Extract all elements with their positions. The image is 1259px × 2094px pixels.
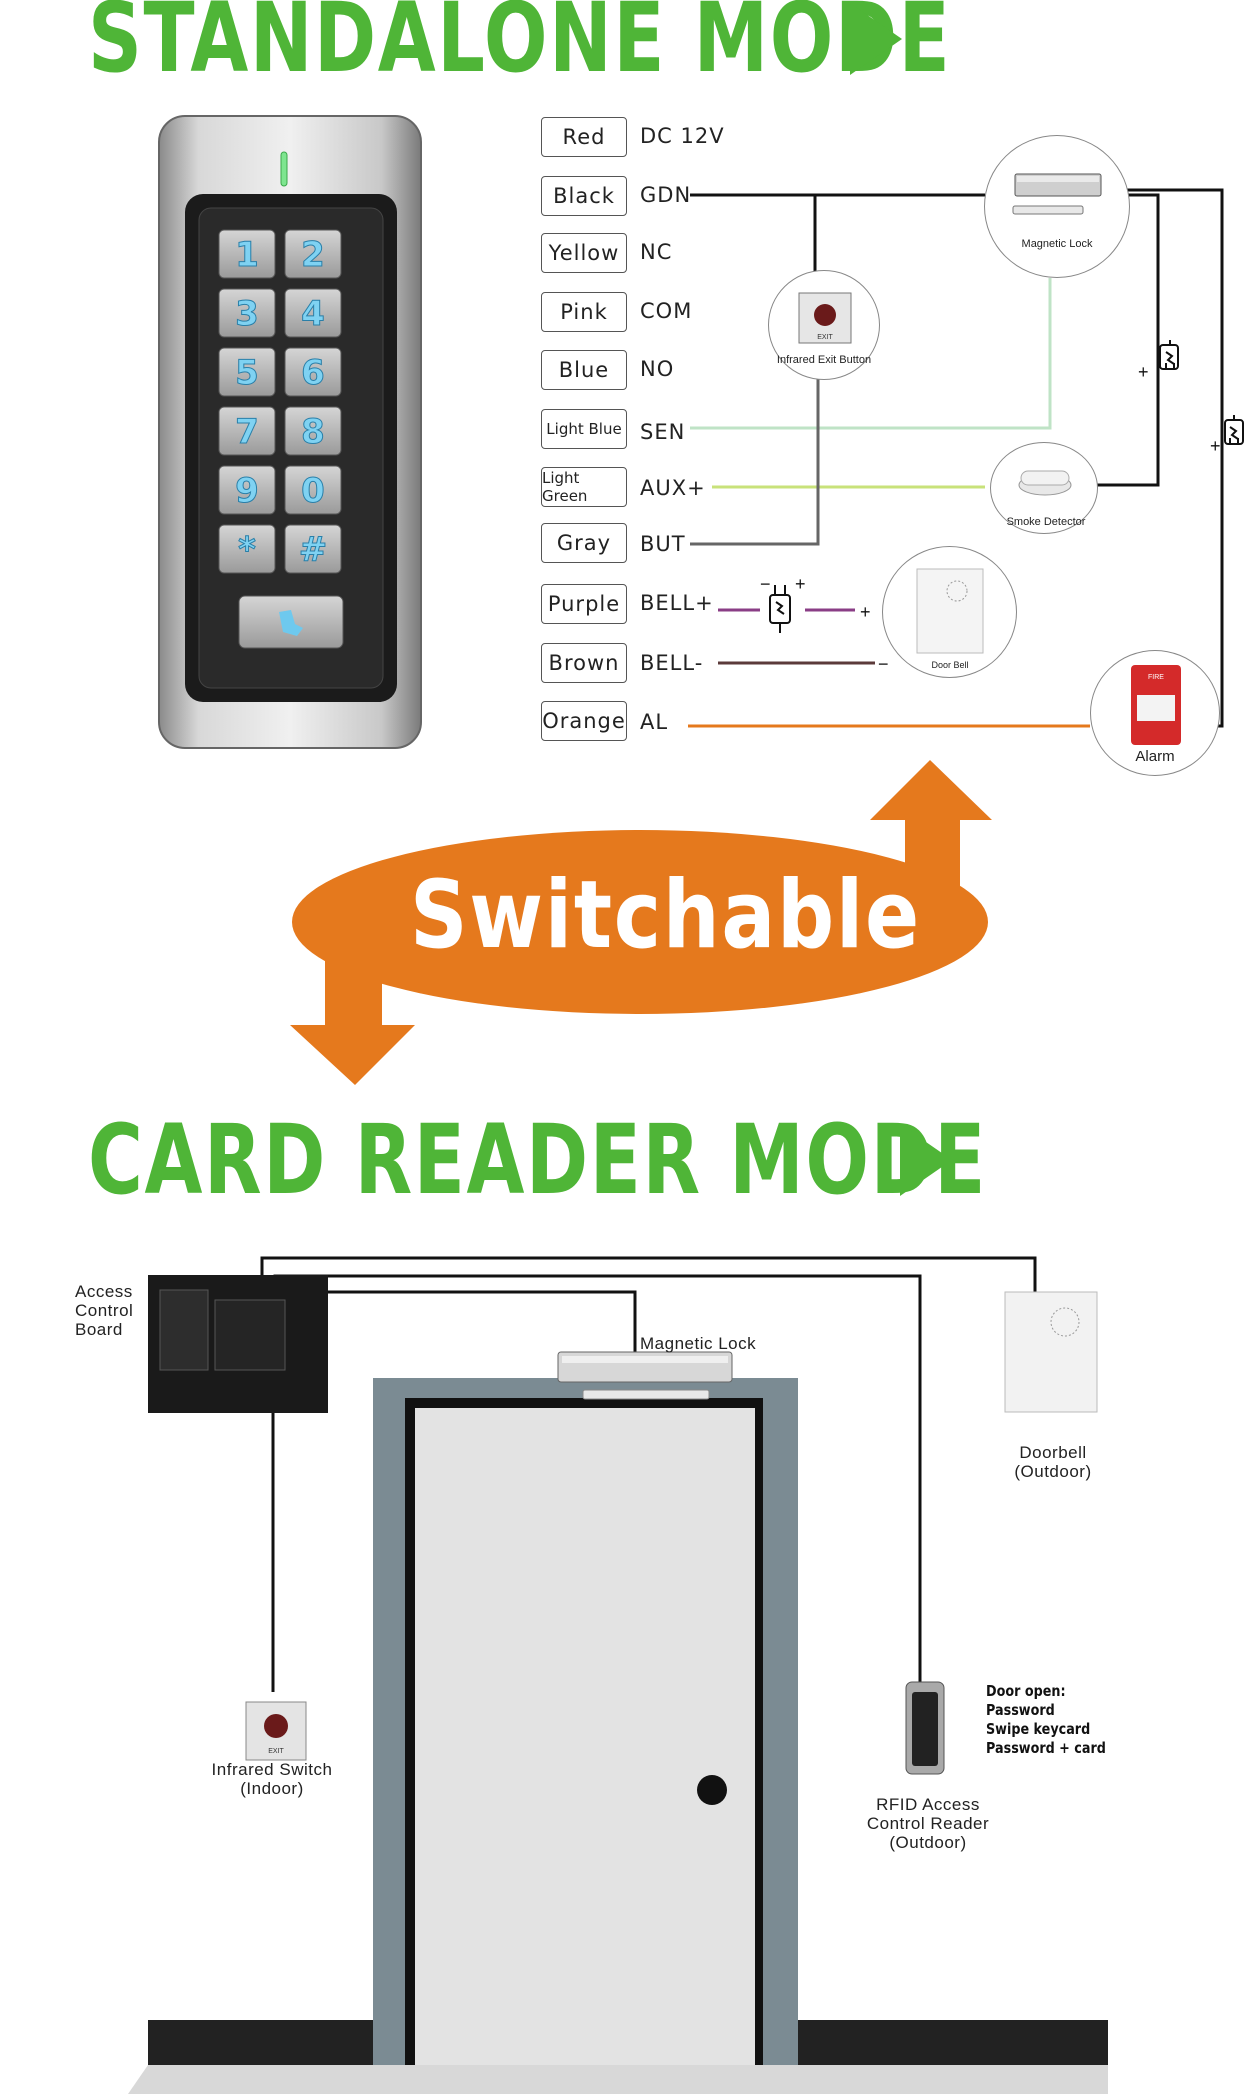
access-control-board-label: Access Control Board [75, 1282, 134, 1339]
keypad-key [284, 406, 342, 456]
wire-purple-label: Purple [541, 584, 627, 624]
wire-blue-label: Blue [541, 350, 627, 390]
plus-mark-2: + [1210, 436, 1221, 456]
keypad-key-label: 5 [235, 353, 259, 393]
keypad-key [218, 229, 276, 279]
title-arrow-icon [850, 3, 902, 75]
keypad-key [284, 229, 342, 279]
wire-black-label: Black [541, 176, 627, 216]
keypad-key [284, 288, 342, 338]
exit-button-label: Infrared Exit Button [776, 354, 872, 366]
alarm-device: FIRE [1090, 650, 1220, 776]
card-reader-wiring: EXIT [128, 1256, 1108, 2094]
minus-mark: − [760, 574, 771, 594]
title-arrow-icon-2 [900, 1124, 952, 1196]
wire-lightgreen-label: Light Green [541, 467, 627, 507]
doorbell-outdoor-label: Doorbell (Outdoor) [1014, 1443, 1092, 1481]
keypad-key-label: 7 [235, 412, 259, 452]
keypad-key [284, 465, 342, 515]
door-open-title: Door open: [986, 1682, 1066, 1700]
keypad-key [218, 524, 276, 574]
keypad-key-label: 6 [301, 353, 325, 393]
pin-al: AL [640, 710, 669, 734]
switchable-label: Switchable [410, 861, 921, 970]
door-bell-device [882, 546, 1017, 678]
magnetic-lock-door-label: Magnetic Lock [640, 1334, 757, 1353]
plus-mark: + [1138, 362, 1149, 382]
door-open-option-keycard: Swipe keycard [986, 1720, 1091, 1738]
standalone-mode-title: STANDALONE MODE [88, 0, 952, 94]
wire-yellow-label: Yellow [541, 233, 627, 273]
pin-com: COM [640, 299, 693, 323]
infrared-switch-label: Infrared Switch (Indoor) [211, 1760, 333, 1798]
wire-lightblue-label: Light Blue [541, 409, 627, 449]
keypad-key [218, 288, 276, 338]
keypad-key-label: # [299, 530, 328, 570]
card-reader-mode-title: CARD READER MODE [88, 1104, 988, 1216]
wire-brown-label: Brown [541, 643, 627, 683]
wiring-lines: + + + − + − [688, 188, 1244, 728]
door-open-option-both: Password + card [986, 1739, 1106, 1757]
alarm-label: Alarm [1135, 748, 1175, 765]
plus-mark-3: + [795, 574, 806, 594]
pin-aux: AUX+ [640, 476, 706, 500]
pin-no: NO [640, 357, 675, 381]
pin-bell-plus: BELL+ [640, 591, 714, 615]
switchable-arrow [290, 760, 992, 1085]
keypad-key-label: 0 [301, 471, 325, 511]
keypad-key [284, 347, 342, 397]
wire-pink-label: Pink [541, 292, 627, 332]
exit-text: EXIT [817, 334, 833, 341]
wire-gray-label: Gray [541, 523, 627, 563]
bell-minus-mark: − [878, 654, 889, 674]
infrared-exit-text: EXIT [268, 1748, 284, 1755]
keypad-key [218, 465, 276, 515]
keypad-key-label: 3 [235, 294, 259, 334]
keypad-key-label: * [238, 530, 256, 570]
pin-bell-minus: BELL- [640, 651, 704, 675]
pin-dc12v: DC 12V [640, 124, 725, 148]
magnetic-lock-label: Magnetic Lock [1021, 238, 1093, 250]
pin-but: BUT [640, 532, 686, 556]
keypad-key [218, 406, 276, 456]
door-open-option-password: Password [986, 1701, 1055, 1719]
magnetic-lock-device [984, 135, 1130, 278]
keypad-key-label: 9 [235, 471, 259, 511]
fire-text: FIRE [1148, 674, 1164, 681]
keypad-key-label: 4 [301, 294, 325, 334]
keypad-key [284, 524, 342, 574]
keypad-device: 1 2 3 4 5 6 7 8 9 0 * # [158, 115, 422, 749]
smoke-detector-label: Smoke Detector [1006, 516, 1086, 528]
door-open-note: Door open: Password Swipe keycard Passwo… [986, 1682, 1106, 1758]
keypad-key-label: 2 [301, 235, 325, 275]
smoke-detector-device [990, 442, 1098, 534]
keypad-key-label: 1 [235, 235, 259, 275]
keypad-key [218, 347, 276, 397]
wire-orange-label: Orange [541, 701, 627, 741]
pin-sen: SEN [640, 420, 686, 444]
door-bell-label: Door Bell [931, 660, 969, 670]
pin-nc: NC [640, 240, 673, 264]
keypad-key-label: 8 [301, 412, 325, 452]
exit-button-device: EXIT [768, 270, 880, 380]
rfid-reader-label: RFID Access Control Reader (Outdoor) [866, 1795, 990, 1852]
bell-plus-mark: + [860, 602, 871, 622]
wire-red-label: Red [541, 117, 627, 157]
pin-gdn: GDN [640, 183, 692, 207]
